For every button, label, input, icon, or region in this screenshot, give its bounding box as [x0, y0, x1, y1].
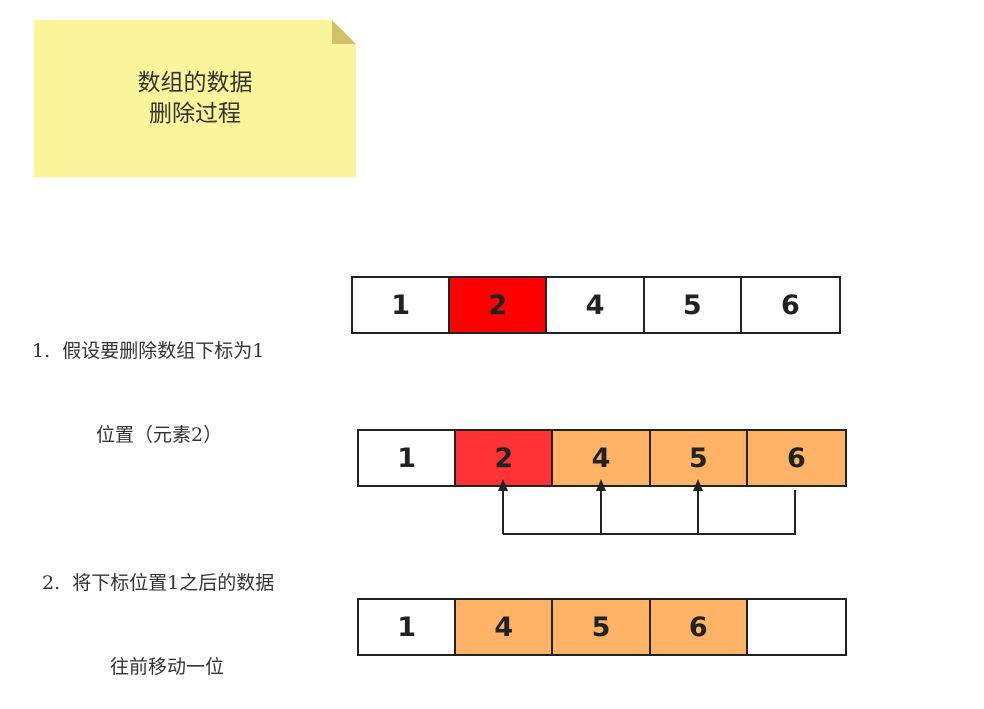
array-shifting-cell: 4 [553, 431, 651, 485]
shift-arrows [498, 479, 796, 535]
array-original-cell: 2 [450, 278, 548, 332]
note-title-line-1: 数组的数据 [137, 70, 253, 96]
array-shifting-cell: 2 [456, 431, 554, 485]
shift-connector-line [503, 490, 796, 535]
step-1-label: 1. 假设要删除数组下标为1 位置（元素2） [32, 281, 264, 477]
array-result-empty-cell [747, 600, 845, 654]
array-result-cell: 1 [359, 600, 457, 654]
step-1-line-2: 位置（元素2） [96, 424, 223, 446]
array-original-cell: 5 [644, 278, 742, 332]
title-note [34, 20, 356, 177]
array-shifting-cell: 5 [650, 431, 748, 485]
note-title: 数组的数据 删除过程 [34, 68, 356, 130]
array-original-cell: 1 [353, 278, 451, 332]
step-2-line-2: 往前移动一位 [110, 656, 225, 678]
step-2-line-1: 2. 将下标位置1之后的数据 [42, 572, 275, 594]
array-shifting: 1 2 4 5 6 [357, 429, 847, 487]
array-result-cell: 4 [456, 600, 554, 654]
array-result-cell: 6 [650, 600, 748, 654]
step-1-line-1: 1. 假设要删除数组下标为1 [32, 340, 265, 362]
array-result: 1 4 5 6 [357, 598, 847, 656]
array-original: 1 2 4 5 6 [351, 276, 841, 334]
array-shifting-cell: 1 [359, 431, 457, 485]
array-shifting-cell: 6 [747, 431, 845, 485]
note-title-line-2: 删除过程 [149, 101, 241, 127]
step-2-label: 2. 将下标位置1之后的数据 往前移动一位 [42, 513, 274, 709]
array-result-cell: 5 [553, 600, 651, 654]
array-original-cell: 4 [547, 278, 645, 332]
array-original-cell: 6 [741, 278, 839, 332]
